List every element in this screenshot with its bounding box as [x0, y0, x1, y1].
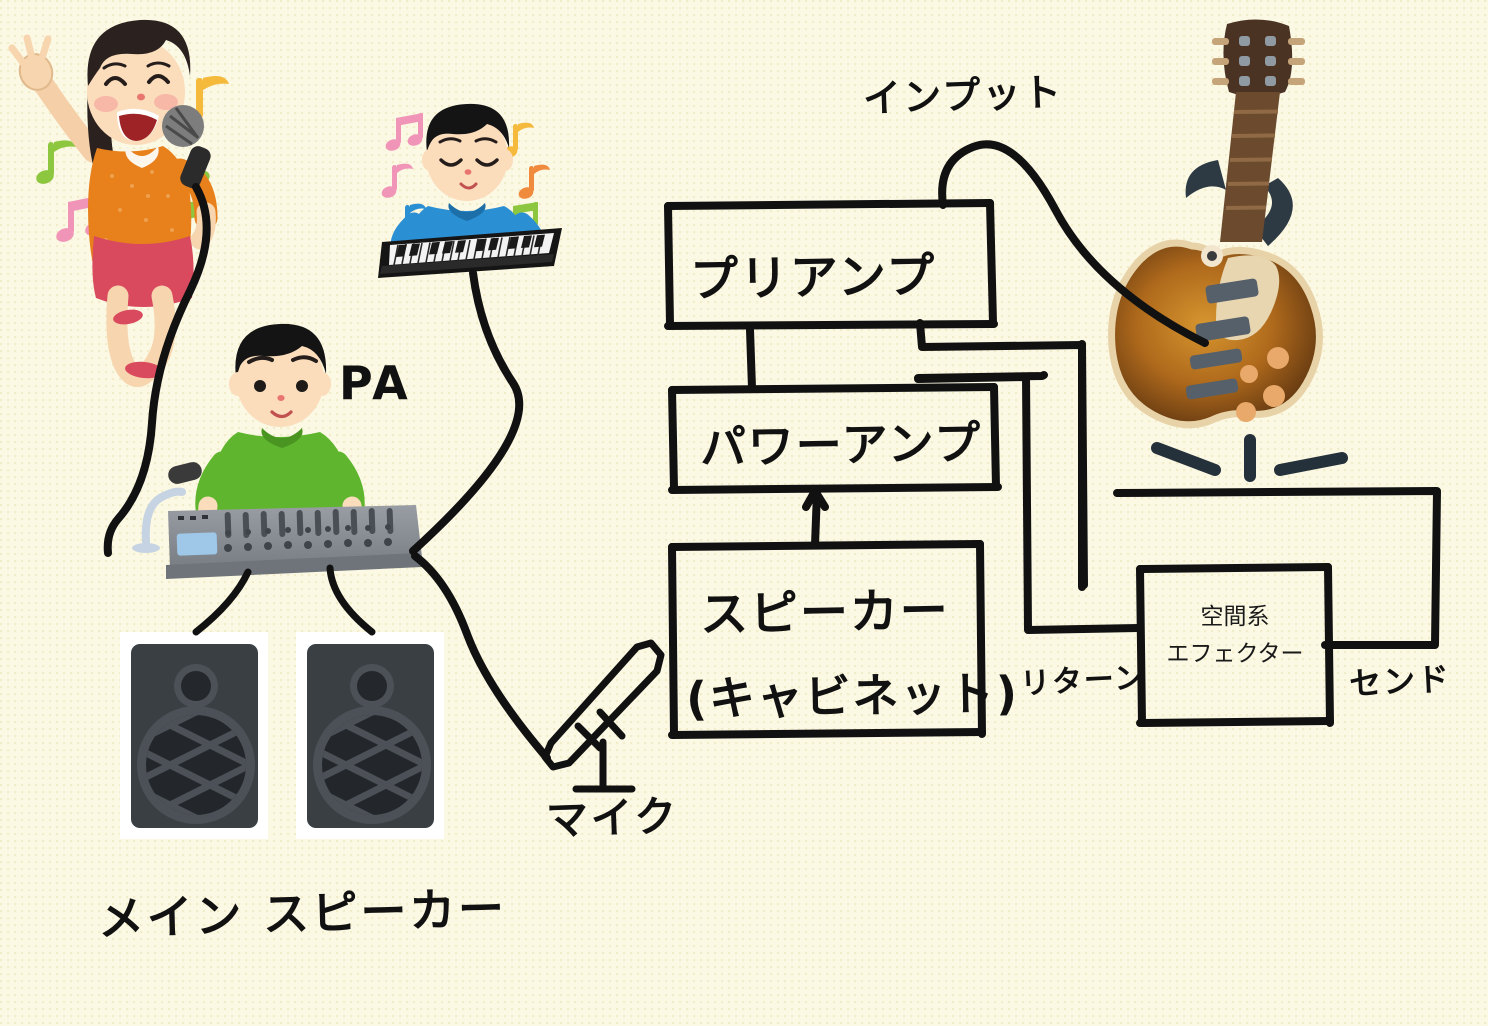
label-send: センド — [1348, 659, 1452, 703]
effector-label-line2: エフェクター — [1166, 641, 1304, 667]
effector-label-line1: 空間系 — [1200, 604, 1270, 630]
label-mic: マイク — [545, 791, 680, 845]
gooseneck-talkback-mic — [132, 462, 202, 553]
electronic-keyboard — [378, 228, 562, 278]
music-note-green-1 — [36, 140, 76, 184]
microphone-on-stand-drawing — [541, 639, 665, 793]
cabinet-label-line2: (キャビネット) — [685, 666, 1020, 726]
music-note-orange-kb — [518, 164, 550, 199]
link-preamp-to-poweramp — [746, 326, 756, 392]
arrow-poweramp-to-cabinet — [802, 487, 829, 549]
preamp-label: プリアンプ — [689, 247, 937, 309]
singer-hand — [8, 34, 54, 91]
cable-keyboard-to-mixer — [409, 269, 524, 555]
cable-mixer-to-speaker-right — [326, 564, 376, 636]
cable-mixer-to-speaker-left — [192, 568, 252, 636]
mixing-console — [166, 505, 422, 579]
music-note-pink-kb2 — [381, 163, 413, 198]
music-note-pink-kb — [385, 113, 423, 151]
cable-mixer-to-stage-mic — [411, 552, 551, 762]
cabinet-box — [668, 540, 986, 739]
poweramp-label: パワーアンプ — [699, 415, 983, 475]
keyboard-player-illustration — [378, 103, 562, 278]
pa-engineer-illustration — [195, 323, 365, 536]
label-pa: PA — [339, 356, 412, 410]
guitar-stand — [1151, 434, 1348, 482]
line-return-effector-to-poweramp — [914, 373, 1142, 634]
main-speaker-left-illustration — [120, 632, 268, 839]
preamp-box — [664, 199, 998, 330]
label-main-speaker: メイン スピーカー — [97, 881, 508, 946]
cabinet-label-line1: スピーカー — [699, 582, 951, 644]
poweramp-box — [668, 383, 1002, 494]
cable-singer-to-mixer — [103, 183, 211, 557]
line-far-right-run — [1113, 487, 1441, 649]
main-speaker-right-illustration — [296, 632, 444, 839]
label-return: リターン — [1019, 660, 1147, 702]
cable-guitar-to-preamp — [938, 140, 1209, 347]
electric-guitar-illustration — [1108, 19, 1348, 482]
label-input: インプット — [862, 70, 1064, 121]
effector-box — [1136, 563, 1334, 727]
handheld-microphone — [162, 105, 211, 189]
